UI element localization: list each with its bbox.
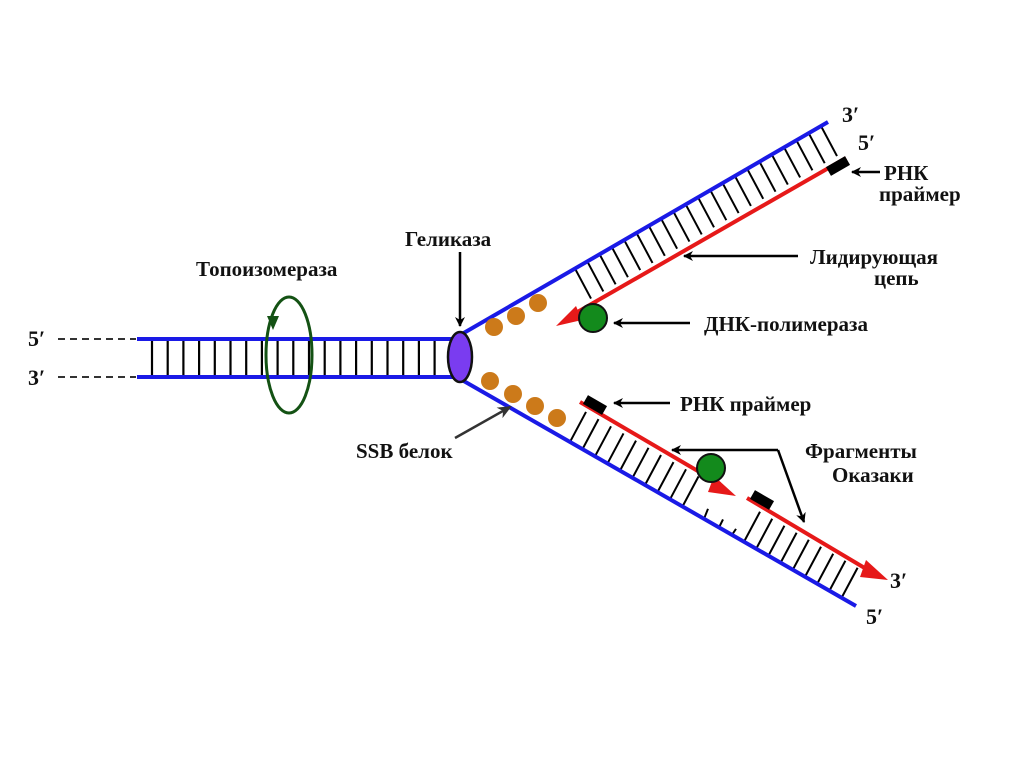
leading-arm-base-pairs bbox=[574, 125, 838, 300]
ssb-pointer-arrow bbox=[454, 405, 512, 440]
rna-primer-okazaki-1 bbox=[582, 395, 608, 415]
end-label-upper-3: 3′ bbox=[842, 102, 859, 127]
helicase-enzyme bbox=[446, 330, 474, 384]
base-pair-rung bbox=[816, 553, 835, 585]
leading-strand-arrowhead bbox=[556, 306, 582, 326]
label-rna-primer-top-1: РНК bbox=[884, 161, 929, 185]
base-pair-rung bbox=[623, 239, 642, 271]
base-pair-rung bbox=[681, 476, 700, 507]
base-pair-rung bbox=[594, 425, 612, 457]
label-dna-polymerase: ДНК-полимераза bbox=[704, 312, 868, 336]
label-rna-primer-top-2: праймер bbox=[879, 182, 961, 206]
topoisomerase-loop bbox=[264, 295, 314, 415]
end-label-left-3: 3′ bbox=[28, 365, 45, 390]
label-ssb-protein: SSB белок bbox=[356, 439, 453, 463]
base-pair-rung bbox=[684, 203, 703, 235]
upper-template-strand bbox=[460, 120, 830, 336]
base-pair-rung bbox=[672, 211, 691, 243]
end-label-lower-3: 3′ bbox=[890, 568, 907, 593]
base-pair-rung bbox=[779, 532, 798, 564]
base-pair-rung bbox=[581, 418, 600, 450]
leading-strand-new bbox=[573, 156, 847, 316]
base-pair-rung bbox=[656, 461, 675, 493]
end-label-lower-5: 5′ bbox=[866, 604, 883, 629]
base-pair-rung bbox=[755, 518, 774, 550]
label-helicase: Геликаза bbox=[405, 227, 492, 251]
lagging-strand-arm bbox=[461, 378, 888, 608]
base-pair-rung bbox=[598, 253, 617, 285]
base-pair-rung bbox=[611, 246, 629, 278]
lower-template-strand bbox=[461, 378, 857, 608]
ssb-protein bbox=[504, 385, 522, 403]
lagging-arm-base-pairs bbox=[569, 411, 859, 599]
ssb-protein bbox=[526, 397, 544, 415]
end-label-upper-5: 5′ bbox=[858, 130, 875, 155]
base-pair-rung bbox=[721, 182, 740, 214]
base-pair-rung bbox=[574, 268, 592, 300]
ssb-protein bbox=[507, 307, 525, 325]
parental-base-pairs bbox=[150, 341, 436, 375]
label-okazaki-2: Оказаки bbox=[832, 463, 914, 487]
dna-polymerase-lagging bbox=[696, 453, 726, 483]
label-topoisomerase: Топоизомераза bbox=[196, 257, 338, 281]
base-pair-rung bbox=[647, 225, 666, 257]
base-pair-rung bbox=[734, 175, 752, 207]
leading-strand-arm bbox=[460, 120, 851, 336]
okazaki-pointer-arrow-2 bbox=[776, 449, 806, 523]
label-rna-primer-bottom: РНК праймер bbox=[680, 392, 811, 416]
pointer-arrows bbox=[454, 167, 880, 523]
base-pair-rung bbox=[783, 146, 801, 178]
base-pair-rung bbox=[586, 260, 605, 292]
base-pair-rung bbox=[767, 525, 786, 557]
base-pair-rung bbox=[807, 132, 826, 164]
label-leading-strand-1: Лидирующая bbox=[810, 245, 938, 269]
topoisomerase-arrowhead bbox=[267, 316, 279, 330]
ssb-proteins bbox=[481, 294, 566, 427]
ssb-protein bbox=[548, 409, 566, 427]
base-pair-rung bbox=[840, 567, 859, 599]
base-pair-rung bbox=[697, 196, 715, 228]
topoisomerase-symbol bbox=[264, 295, 314, 415]
base-pair-rung bbox=[770, 154, 789, 186]
base-pair-rung bbox=[606, 432, 625, 464]
base-pair-rung bbox=[709, 189, 728, 221]
base-pair-rung bbox=[791, 539, 810, 571]
base-pair-rung bbox=[804, 546, 822, 578]
base-pair-rung bbox=[669, 468, 687, 500]
end-label-left-5: 5′ bbox=[28, 326, 45, 351]
rna-primer-leading bbox=[825, 156, 851, 176]
dna-polymerase-leading bbox=[578, 303, 608, 333]
base-pair-rung bbox=[644, 454, 662, 486]
parental-dna-duplex bbox=[58, 337, 456, 379]
base-pair-rung bbox=[795, 139, 814, 171]
base-pair-rung bbox=[660, 218, 678, 250]
label-leading-strand-2: цепь bbox=[874, 266, 919, 290]
base-pair-rung bbox=[828, 560, 847, 592]
base-pair-rung bbox=[820, 125, 838, 157]
base-pair-rung bbox=[758, 161, 777, 193]
ssb-protein bbox=[529, 294, 547, 312]
okazaki-fragment-2 bbox=[745, 496, 870, 572]
base-pair-rung bbox=[631, 447, 650, 479]
ssb-protein bbox=[481, 372, 499, 390]
rna-primer-okazaki-2 bbox=[749, 490, 775, 510]
base-pair-rung bbox=[743, 511, 761, 543]
label-okazaki-1: Фрагменты bbox=[805, 439, 917, 463]
base-pair-rung bbox=[635, 232, 654, 264]
ssb-protein bbox=[485, 318, 503, 336]
base-pair-rung bbox=[569, 411, 587, 443]
okazaki-fragment-2-arrowhead bbox=[860, 560, 888, 580]
base-pair-rung bbox=[619, 440, 637, 472]
base-pair-rung bbox=[746, 168, 765, 200]
